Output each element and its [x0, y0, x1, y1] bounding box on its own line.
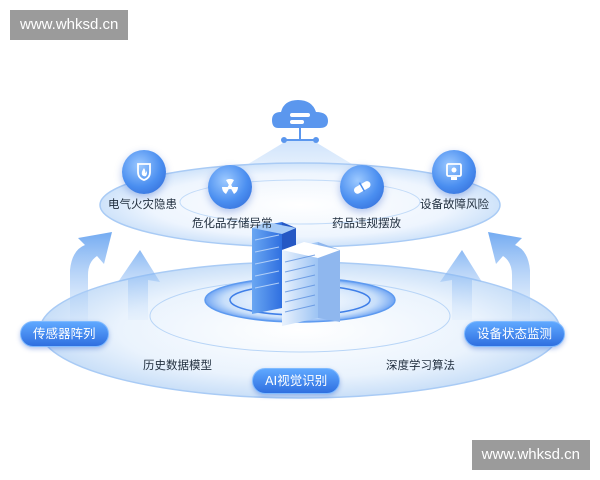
arrow-right [440, 250, 482, 320]
sensor-array-pill: 传感器阵列 [20, 321, 109, 347]
arrow-left [118, 250, 160, 320]
risk-label-hazardous-chemicals: 危化品存储异常 [192, 216, 273, 230]
device-monitoring-pill: 设备状态监测 [464, 321, 566, 347]
watermark-top: www.whksd.cn [10, 10, 129, 40]
watermark-bottom: www.whksd.cn [471, 440, 590, 470]
building-right-front [282, 242, 318, 326]
top-inner-ring [179, 179, 421, 225]
radiation-icon [208, 165, 252, 209]
electric-fire-icon [122, 150, 166, 194]
deep-learning-label: 深度学习算法 [386, 358, 455, 372]
risk-label-electric-fire: 电气火灾隐患 [108, 197, 177, 211]
risk-label-drug-placement: 药品违规摆放 [332, 216, 401, 230]
building-left-top [252, 222, 296, 234]
cloud-network-icon [272, 100, 328, 143]
risk-label-device-fault: 设备故障风险 [420, 197, 489, 211]
ai-vision-pill: AI视觉识别 [252, 368, 341, 394]
building-right-side [318, 242, 340, 322]
building-group [252, 222, 340, 326]
building-left-front [252, 222, 282, 314]
history-model-label: 历史数据模型 [143, 358, 212, 372]
building-right-top [282, 242, 340, 258]
pill-icon [340, 165, 384, 209]
arrow-far-right [488, 232, 530, 330]
arrow-far-left [70, 232, 112, 330]
device-fault-icon [432, 150, 476, 194]
